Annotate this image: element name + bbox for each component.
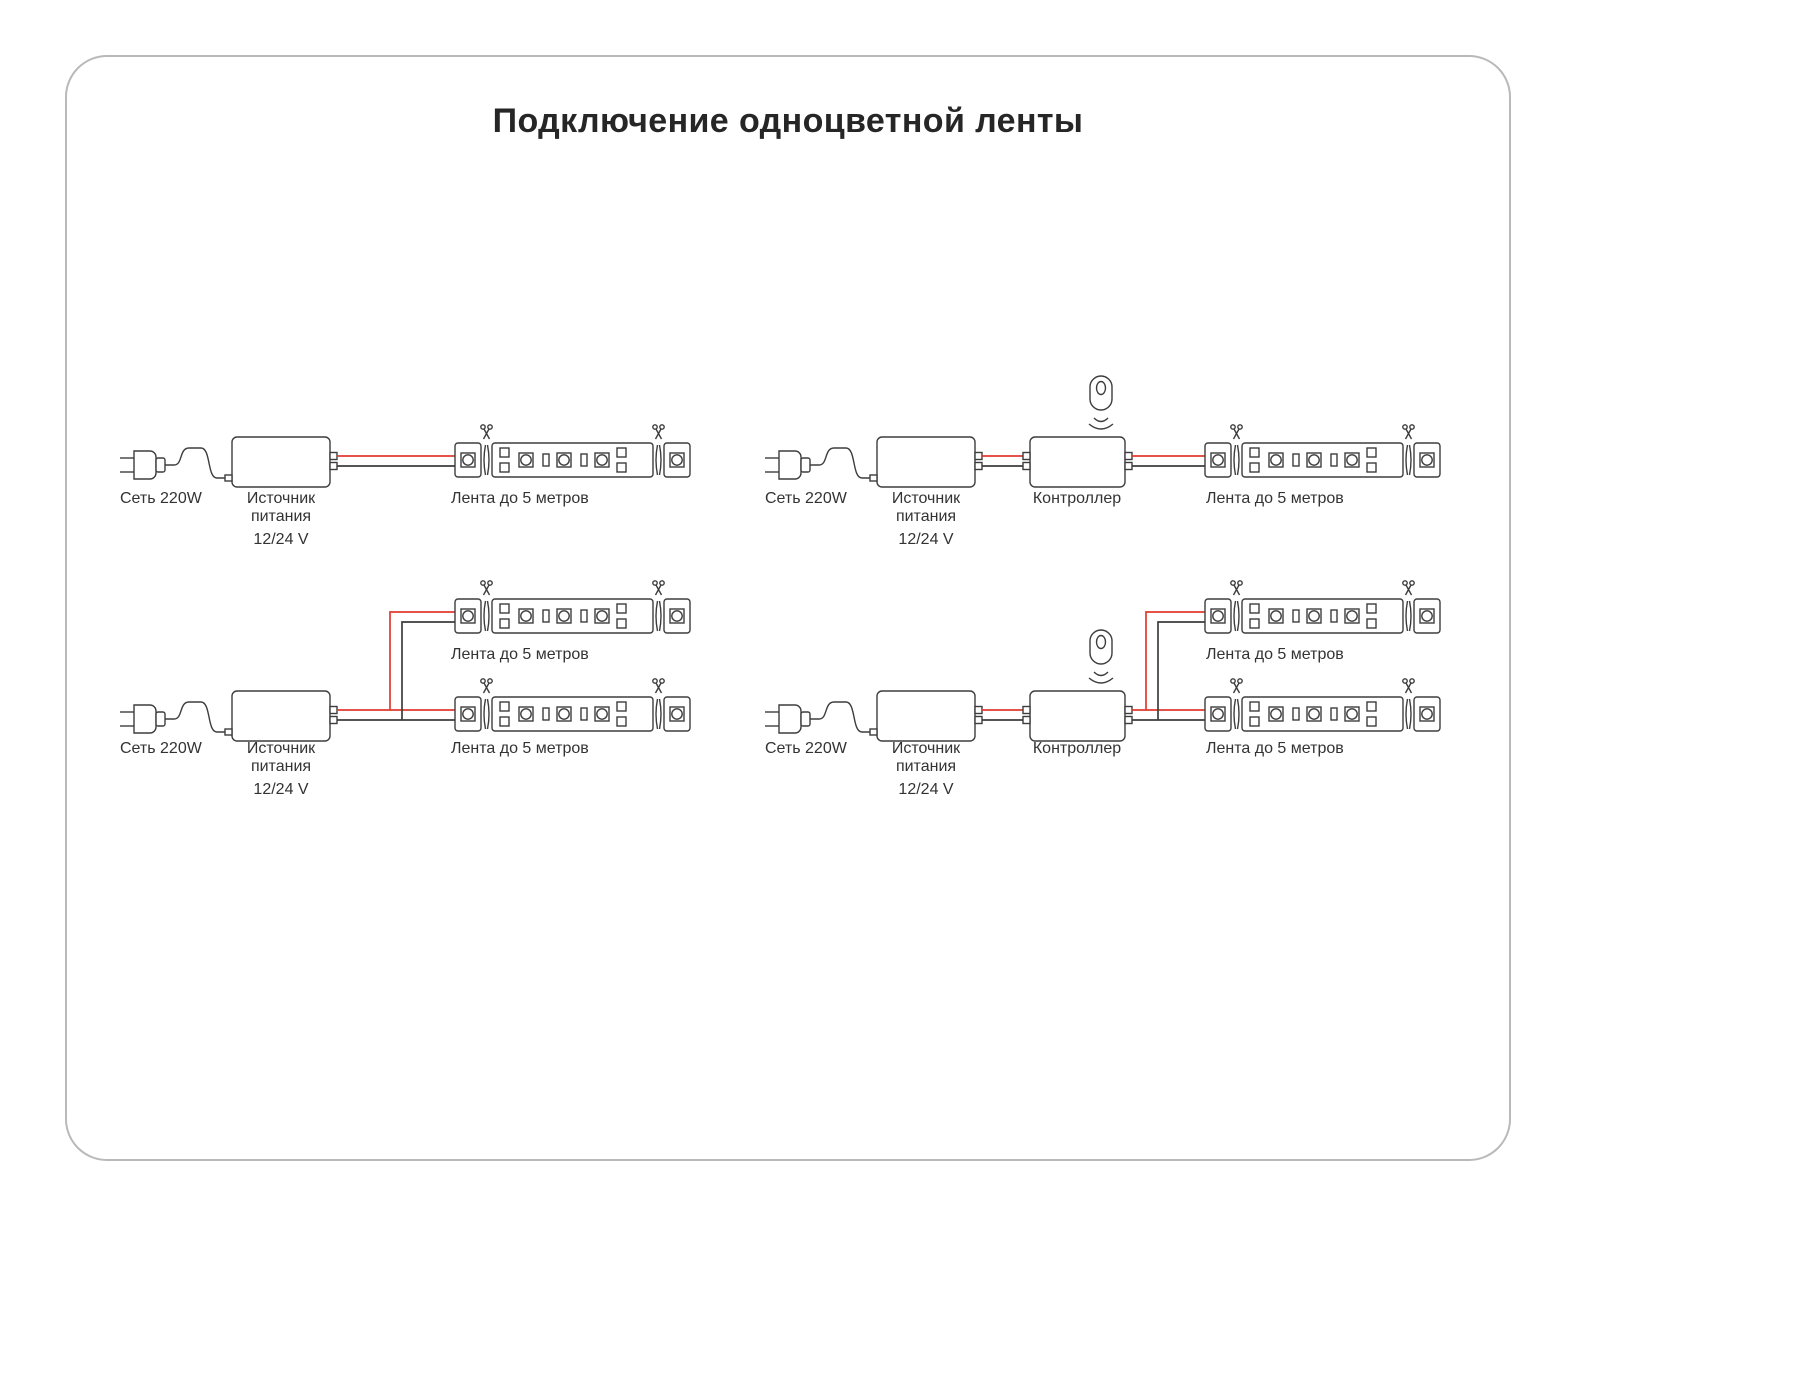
wire-black-branch bbox=[1157, 621, 1205, 720]
psu-voltage-label: 12/24 V bbox=[898, 781, 953, 798]
wire-red-branch bbox=[1145, 611, 1205, 710]
plug-icon bbox=[119, 701, 233, 734]
remote-icon bbox=[1088, 375, 1114, 430]
psu-label-line2: питания bbox=[896, 508, 956, 525]
strip-label: Лента до 5 метров bbox=[451, 490, 589, 507]
psu-voltage-label: 12/24 V bbox=[253, 531, 308, 548]
strip-label: Лента до 5 метров bbox=[1206, 646, 1344, 663]
power-supply-box bbox=[224, 436, 338, 488]
controller-label: Контроллер bbox=[1033, 490, 1121, 507]
diagram-4-psu-controller-two-strips: Сеть 220W Источник питания 12/24 V Контр… bbox=[764, 581, 1440, 798]
psu-label-line2: питания bbox=[251, 758, 311, 775]
led-strip bbox=[1205, 679, 1440, 731]
psu-label-line2: питания bbox=[896, 758, 956, 775]
diagram-1-psu-single-strip: Сеть 220W Источник питания 12/24 V Лента… bbox=[119, 425, 690, 548]
diagram-2-psu-controller-single-strip: Сеть 220W Источник питания 12/24 V Контр… bbox=[764, 375, 1440, 548]
strip-label: Лента до 5 метров bbox=[451, 646, 589, 663]
led-strip bbox=[455, 425, 690, 477]
mains-label: Сеть 220W bbox=[120, 490, 203, 507]
power-supply-box bbox=[869, 690, 983, 742]
mains-label: Сеть 220W bbox=[765, 740, 848, 757]
power-supply-box bbox=[869, 436, 983, 488]
psu-label-line2: питания bbox=[251, 508, 311, 525]
mains-label: Сеть 220W bbox=[765, 490, 848, 507]
plug-icon bbox=[764, 447, 878, 480]
plug-icon bbox=[119, 447, 233, 480]
strip-label: Лента до 5 метров bbox=[451, 740, 589, 757]
controller-box bbox=[1022, 436, 1133, 488]
power-supply-box bbox=[224, 690, 338, 742]
psu-voltage-label: 12/24 V bbox=[253, 781, 308, 798]
psu-label-line1: Источник bbox=[247, 490, 316, 507]
diagram-3-psu-two-strips: Сеть 220W Источник питания 12/24 V Лента… bbox=[119, 581, 690, 798]
psu-label-line1: Источник bbox=[247, 740, 316, 757]
wire-red-branch bbox=[389, 611, 455, 710]
controller-label: Контроллер bbox=[1033, 740, 1121, 757]
psu-label-line1: Источник bbox=[892, 740, 961, 757]
controller-box bbox=[1022, 690, 1133, 742]
led-strip bbox=[455, 581, 690, 633]
psu-voltage-label: 12/24 V bbox=[898, 531, 953, 548]
mains-label: Сеть 220W bbox=[120, 740, 203, 757]
strip-label: Лента до 5 метров bbox=[1206, 740, 1344, 757]
led-strip bbox=[1205, 425, 1440, 477]
page-title: Подключение одноцветной ленты bbox=[492, 102, 1084, 140]
strip-label: Лента до 5 метров bbox=[1206, 490, 1344, 507]
psu-label-line1: Источник bbox=[892, 490, 961, 507]
plug-icon bbox=[764, 701, 878, 734]
wire-black-branch bbox=[401, 621, 455, 720]
led-strip bbox=[1205, 581, 1440, 633]
remote-icon bbox=[1088, 629, 1114, 684]
led-strip bbox=[455, 679, 690, 731]
